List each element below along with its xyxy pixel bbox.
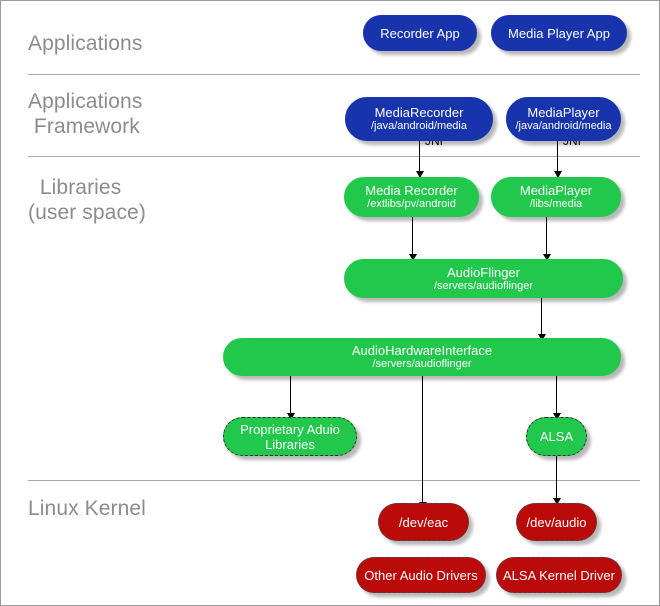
node-proprietary-audio-libraries[interactable]: Proprietary Aduio Libraries — [223, 417, 357, 456]
connector-mediaplayer-lib-to-audioflinger — [546, 217, 547, 259]
divider-linux-kernel — [28, 480, 640, 481]
node-audioflinger-path: /servers/audioflinger — [433, 279, 534, 292]
node-dev-eac-title: /dev/eac — [398, 514, 449, 530]
arrowhead-mediaplayer-to-mediaplayer-lib — [554, 171, 562, 178]
node-audioflinger-title: AudioFlinger — [447, 264, 520, 280]
node-audiohardwareinterface[interactable]: AudioHardwareInterface /servers/audiofli… — [223, 338, 621, 376]
node-dev-audio[interactable]: /dev/audio — [516, 503, 597, 541]
connector-audioflinger-to-audiohardwareinterface — [541, 298, 542, 340]
connector-audiohardwareinterface-to-alsa — [556, 376, 557, 418]
node-media-recorder-lib-title: Media Recorder — [365, 183, 458, 198]
node-mediaplayer-lib-title: MediaPlayer — [519, 183, 593, 198]
band-label-applications-framework: Applications Framework — [28, 90, 143, 138]
node-alsa-title: ALSA — [539, 429, 574, 444]
node-mediarecorder-framework-title: MediaRecorder — [374, 105, 464, 120]
node-mediaplayer-lib[interactable]: MediaPlayer /libs/media — [491, 177, 621, 217]
node-audiohardwareinterface-path: /servers/audioflinger — [372, 358, 472, 370]
node-audioflinger[interactable]: AudioFlinger /servers/audioflinger — [344, 259, 623, 298]
node-mediaplayer-framework[interactable]: MediaPlayer /java/android/media — [506, 97, 621, 141]
connector-alsa-to-dev-audio — [556, 456, 557, 504]
node-media-recorder-lib-path: /extlibs/pv/android — [367, 198, 456, 210]
node-recorder-app-title: Recorder App — [380, 25, 460, 41]
node-proprietary-audio-libraries-title: Proprietary Aduio — [240, 421, 340, 437]
arrowhead-mediaplayer-lib-to-audioflinger — [543, 254, 551, 261]
node-alsa[interactable]: ALSA — [526, 417, 587, 456]
connector-audiohardwareinterface-to-proprietary-libs — [290, 376, 291, 418]
arrowhead-mediarecorder-to-media-recorder-lib — [416, 171, 424, 178]
node-recorder-app[interactable]: Recorder App — [363, 15, 477, 51]
node-media-recorder-lib[interactable]: Media Recorder /extlibs/pv/android — [344, 177, 479, 217]
connector-mediaplayer-to-mediaplayer-lib — [557, 141, 558, 177]
node-alsa-kernel-driver[interactable]: ALSA Kernel Driver — [496, 557, 622, 593]
connector-mediarecorder-to-media-recorder-lib — [419, 141, 420, 177]
arrowhead-alsa-to-dev-audio — [553, 498, 561, 505]
node-media-player-app-title: Media Player App — [508, 25, 610, 41]
node-other-audio-drivers-title: Other Audio Drivers — [364, 567, 478, 583]
node-mediaplayer-framework-path: /java/android/media — [515, 120, 612, 132]
divider-applications-framework — [28, 156, 640, 157]
node-audiohardwareinterface-title: AudioHardwareInterface — [351, 343, 493, 358]
divider-applications — [28, 74, 640, 75]
band-label-libraries: Libraries (user space) — [28, 176, 146, 224]
node-dev-eac[interactable]: /dev/eac — [378, 503, 469, 541]
node-mediarecorder-framework[interactable]: MediaRecorder /java/android/media — [345, 97, 493, 141]
band-label-linux-kernel: Linux Kernel — [28, 497, 146, 520]
node-other-audio-drivers[interactable]: Other Audio Drivers — [356, 557, 486, 593]
node-dev-audio-title: /dev/audio — [526, 514, 587, 530]
node-media-player-app[interactable]: Media Player App — [491, 15, 627, 51]
arrowhead-media-recorder-lib-to-audioflinger — [409, 254, 417, 261]
connector-media-recorder-lib-to-audioflinger — [412, 217, 413, 259]
node-mediarecorder-framework-path: /java/android/media — [370, 120, 467, 132]
band-label-applications: Applications — [28, 32, 143, 55]
node-proprietary-audio-libraries-title-line2: Libraries — [265, 436, 315, 452]
connector-audiohardwareinterface-to-dev-eac — [422, 376, 423, 508]
node-mediaplayer-lib-path: /libs/media — [529, 198, 583, 210]
node-mediaplayer-framework-title: MediaPlayer — [527, 105, 600, 120]
node-alsa-kernel-driver-title: ALSA Kernel Driver — [503, 567, 615, 583]
